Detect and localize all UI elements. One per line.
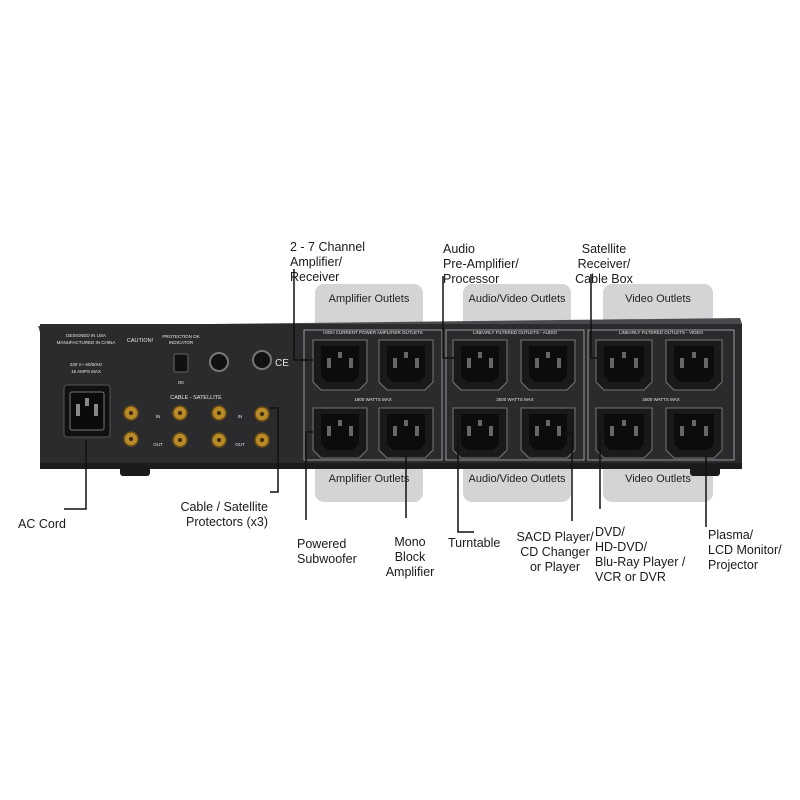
video-outlets-bottom-label: Video Outlets [625,473,691,485]
panel-caution: CAUTION! [127,338,154,344]
panel-watts-video: 2500 WATTS MAX [642,397,680,402]
panel-out-2: OUT [235,442,245,447]
coax-connectors [123,405,270,448]
ac-inlet [69,391,105,431]
panel-manufactured: MANUFACTURED IN CHINA [57,340,116,345]
panel-rating: 230 V~ 50/60Hz [70,362,103,367]
panel-out-1: OUT [153,442,163,447]
panel-designed: DESIGNED IN USA [66,333,106,338]
callout-plasma: Plasma/LCD Monitor/Projector [708,528,782,572]
callout-ac-cord: AC Cord [18,517,66,531]
protection-switch [173,353,189,373]
audio-section-frame [445,329,585,461]
foot-right [690,466,720,476]
audio-video-outlets-bottom-label: Audio/Video Outlets [468,473,566,485]
panel-ok: OK [178,380,185,385]
outlets [312,339,723,459]
panel-amps: 16 AMPS MAX [71,369,101,374]
ac-pin-3 [85,398,89,406]
panel-linearly-audio: LINEARLY FILTERED OUTLETS - AUDIO [473,330,558,335]
video-section-frame [587,329,735,461]
panel-cable-satellite: CABLE - SATELLITE [170,395,222,401]
amplifier-section-frame [303,329,443,461]
callout-turntable: Turntable [448,536,501,550]
leader-lines [64,269,707,533]
panel-watts-audio: 2500 WATTS MAX [496,397,534,402]
panel-protection: PROTECTION OK [162,334,199,339]
round-port-2 [252,350,272,370]
foot-left [120,466,150,476]
callout-dvd: DVD/HD-DVD/Blu-Ray Player /VCR or DVR [595,525,686,584]
amplifier-outlets-top-label: Amplifier Outlets [328,293,410,305]
audio-video-outlets-top-label: Audio/Video Outlets [468,293,566,305]
panel-in-2: IN [238,414,243,419]
panel-watts-amp: 1800 WATTS MAX [354,397,392,402]
panel-high-current: HIGH CURRENT POWER AMPLIFIER OUTLETS [323,330,422,335]
ac-pin-1 [76,404,80,416]
panel-ce: CE [275,358,289,369]
round-port-1 [209,352,229,372]
amplifier-outlets-bottom-label: Amplifier Outlets [328,473,410,485]
video-outlets-top-label: Video Outlets [625,293,691,305]
chassis-bottom-edge [40,463,742,469]
panel-indicator: INDICATOR [169,340,194,345]
panel-linearly-video: LINEARLY FILTERED OUTLETS - VIDEO [619,330,704,335]
panel-in-1: IN [156,414,161,419]
ac-pin-2 [94,404,98,416]
